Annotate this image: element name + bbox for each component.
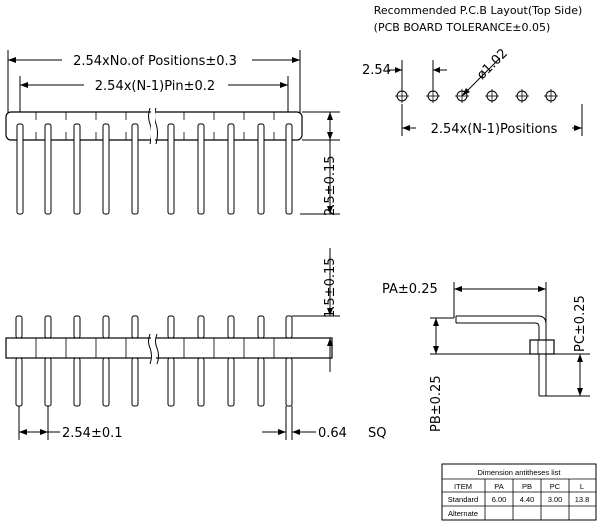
right-angle-view: PA±0.25 PB±0.25 PC±0.25	[382, 282, 590, 432]
pcb-layout-tolerance: (PCB BOARD TOLERANCE±0.05)	[374, 21, 551, 34]
dim-positions-label: 2.54xNo.of Positions±0.3	[73, 54, 237, 69]
table-title: Dimension antitheses list	[478, 468, 562, 477]
pcb-layout: Recommended P.C.B Layout(Top Side) (PCB …	[362, 4, 583, 137]
pcb-span-label: 2.54x(N-1)Positions	[431, 122, 558, 137]
dimension-table: Dimension antitheses list ITEM PA PB PC …	[441, 463, 597, 521]
pcb-pitch-label: 2.54	[362, 63, 391, 78]
table-cell: 6.00	[492, 495, 507, 504]
pin-size-label: 0.64	[318, 426, 347, 441]
table-header: PB	[522, 482, 532, 491]
side-pitch-label: 2.54±0.1	[62, 426, 123, 441]
front-pins	[16, 123, 293, 215]
side-bottom-pins	[15, 357, 293, 407]
table-cell: Standard	[448, 495, 478, 504]
pcb-hole-diameter: ø1.02	[474, 46, 511, 83]
table-cell: 13.8	[575, 495, 590, 504]
pcb-holes	[395, 89, 558, 103]
side-top-pins	[15, 315, 293, 339]
front-view: 2.54xNo.of Positions±0.3 2.54x(N-1)Pin±0…	[5, 50, 340, 216]
pc-label: PC±0.25	[573, 295, 588, 352]
dim-tail-label: 2.5±0.15	[323, 155, 338, 216]
table-header: L	[580, 482, 584, 491]
pb-label: PB±0.25	[429, 375, 444, 432]
table-cell: 4.40	[520, 495, 535, 504]
dim-top-label: 1.5±0.15	[323, 257, 338, 318]
dim-pins-label: 2.54x(N-1)Pin±0.2	[95, 79, 215, 94]
table-header: PC	[550, 482, 561, 491]
table-cell: Alternate	[448, 509, 478, 518]
side-view: 1.5±0.15 2.54±0.1 0.64 SQ	[5, 248, 386, 441]
pin-size-unit: SQ	[368, 426, 386, 441]
pcb-layout-title: Recommended P.C.B Layout(Top Side)	[374, 4, 583, 17]
table-cell: 3.00	[548, 495, 563, 504]
table-header: ITEM	[454, 482, 472, 491]
table-header: PA	[494, 482, 503, 491]
pa-label: PA±0.25	[382, 282, 438, 297]
